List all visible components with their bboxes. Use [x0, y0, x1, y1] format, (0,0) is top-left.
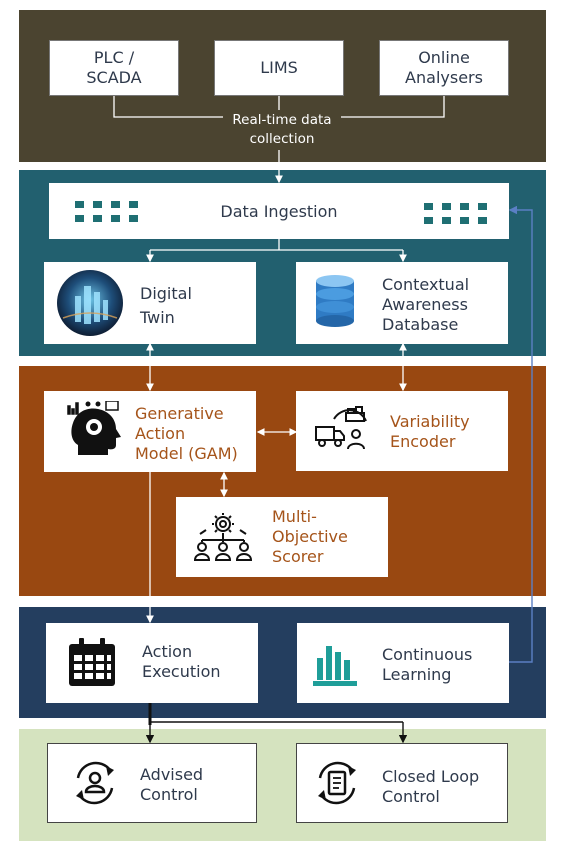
lims-box [214, 40, 344, 96]
ai-head-icon [67, 401, 121, 455]
plc-scada-box [49, 40, 179, 96]
user-cycle-icon [76, 761, 114, 805]
digital-twin-label: Digital Twin [140, 284, 192, 327]
database-icon [316, 275, 354, 327]
online-analysers-label: Online Analysers [405, 48, 483, 87]
data-ingestion-title: Data Ingestion [220, 202, 338, 221]
multi-objective-scorer-box [176, 497, 388, 577]
variability-encoder-label: Variability Encoder [390, 412, 470, 451]
calendar-icon [69, 638, 115, 686]
plc-scada-label: PLC / SCADA [86, 48, 142, 87]
bar-chart-icon [313, 646, 357, 686]
collection-label: Real-time data collection [232, 112, 332, 147]
closed-loop-control-label: Closed Loop Control [382, 767, 480, 806]
document-cycle-icon [318, 761, 356, 805]
gam-label: Generative Action Model (GAM) [135, 404, 238, 463]
supply-chain-icon [315, 406, 367, 450]
continuous-learning-box [297, 623, 509, 703]
advised-control-box [47, 743, 257, 823]
lims-label: LIMS [260, 58, 298, 77]
advised-control-label: Advised Control [140, 765, 204, 804]
grid-dots-icon [424, 203, 487, 224]
online-analysers-box [379, 40, 509, 96]
continuous-learning-label: Continuous Learning [382, 645, 473, 684]
multi-objective-scorer-label: Multi- Objective Scorer [272, 507, 348, 566]
grid-dots-icon [75, 201, 138, 222]
variability-encoder-box [296, 391, 508, 471]
data-ingestion-box [49, 183, 509, 239]
closed-loop-control-box [296, 743, 508, 823]
contextual-database-label: Contextual Awareness Database [382, 275, 470, 334]
action-execution-label: Action Execution [142, 642, 221, 681]
team-gear-icon [193, 513, 253, 561]
digital-city-icon [57, 270, 123, 336]
